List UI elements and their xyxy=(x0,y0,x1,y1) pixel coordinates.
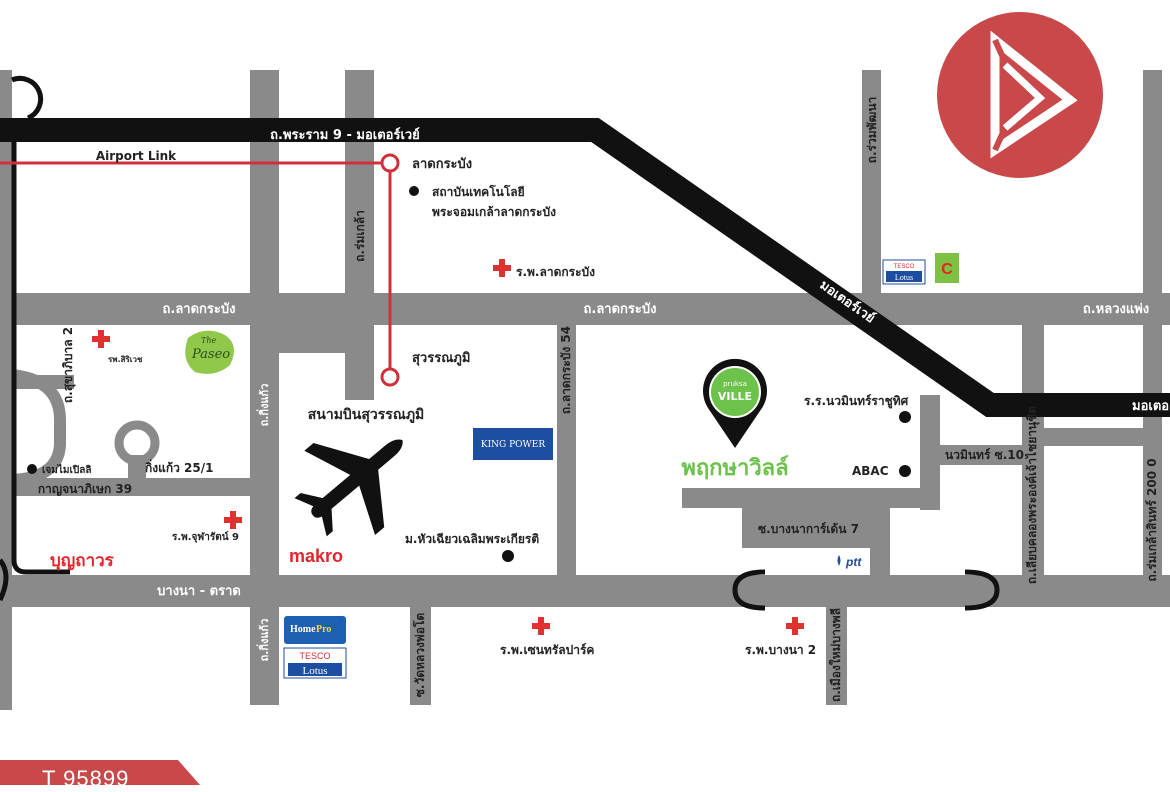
motorway-right-label: มอเตอ xyxy=(1132,399,1169,414)
makro-logo: makro xyxy=(289,546,343,566)
svg-text:TESCO: TESCO xyxy=(299,651,330,661)
svg-text:pruksa: pruksa xyxy=(723,380,747,388)
airplane-icon xyxy=(294,439,403,537)
svg-text:Lotus: Lotus xyxy=(302,665,327,677)
sukhaphiban2-road-label: ถ.สุขาภิบาล 2 xyxy=(61,327,76,403)
boonthavorn-logo: บุญถาวร xyxy=(50,551,115,571)
rommaklao-200-road-label: ถ.ร่มเกล้าสินทร์ 200 0 xyxy=(1145,458,1159,581)
local-roads xyxy=(0,70,1170,710)
hua-chiew-label: ม.หัวเฉียวเฉลิมพระเกียรติ xyxy=(405,532,539,546)
svg-text:TESCO: TESCO xyxy=(894,264,915,270)
nawamin-school-label: ร.ร.นวมินทร์ราชูทิศ xyxy=(804,394,909,409)
bangna-garden-7-label: ซ.บางนาการ์เด้น 7 xyxy=(758,522,859,536)
svg-text:KING POWER: KING POWER xyxy=(481,440,545,450)
motorway-road xyxy=(0,118,1170,417)
wat-luangpho-road-label: ซ.วัดหลวงพ่อโต xyxy=(412,613,427,698)
project-name-label: พฤกษาวิลล์ xyxy=(681,455,788,481)
kanchanaphisek-39-label: กาญจนาภิเษก 39 xyxy=(38,482,132,496)
liab-klong-road-label: ถ.เลียบคลองพระองค์เจ้าไชยานุชิต xyxy=(1024,406,1040,584)
bangna2-hospital-label: ร.พ.บางนา 2 xyxy=(745,643,816,657)
svg-text:The: The xyxy=(201,336,216,345)
chularat-hospital-label: ร.พ.จุฬารัตน์ 9 xyxy=(172,531,239,543)
svg-text:VILLE: VILLE xyxy=(718,390,752,403)
svg-text:C: C xyxy=(941,261,953,278)
suvarnabhumi-airport-label: สนามบินสุวรรณภูมิ xyxy=(308,407,425,423)
suvarnabhumi-station-label: สุวรรณภูมิ xyxy=(412,351,470,366)
romklao-road-label: ถ.ร่มเกล้า xyxy=(353,210,367,262)
listing-code-tag: T 95899 xyxy=(0,760,200,791)
luang-phaeng-road-label: ถ.หลวงแพ่ง xyxy=(1083,302,1149,317)
kmitl-label-2: พระจอมเกล้าลาดกระบัง xyxy=(432,205,556,219)
small-hospital-label: รพ.สิริเวช xyxy=(108,355,143,364)
airport-link-label: Airport Link xyxy=(96,149,177,163)
svg-text:Home: Home xyxy=(290,624,316,635)
homepro-tesco-logos: Home Pro TESCO Lotus xyxy=(283,616,347,679)
svg-text:ptt: ptt xyxy=(845,555,862,569)
hospital-cross-icon xyxy=(92,259,804,635)
lat-krabang-54-label: ถ.ลาดกระบัง 54 xyxy=(559,326,573,414)
ptt-logo: ptt xyxy=(837,555,862,569)
abac-label: ABAC xyxy=(852,464,889,478)
airport-link-line xyxy=(0,153,400,387)
ring-roads xyxy=(0,75,1000,611)
ming-mitr-road-label: ถ.เมืองใหม่บางพลี xyxy=(828,608,843,702)
bangna-trat-road-label: บางนา - ตราด xyxy=(157,584,241,599)
lat-krabang-hospital-label: ร.พ.ลาดกระบัง xyxy=(516,265,595,279)
king-kaeo-road-label-2: ถ.กิ่งแก้ว xyxy=(256,619,271,662)
paseo-logo: The Paseo xyxy=(185,330,234,374)
lat-krabang-road-label-2: ถ.ลาดกระบัง xyxy=(584,302,657,317)
listing-code: T 95899 xyxy=(42,766,130,791)
ruampattana-road-label: ถ.ร่วมพัฒนา xyxy=(865,97,879,164)
lat-krabang-station-label: ลาดกระบัง xyxy=(412,157,472,172)
central-park-hospital-label: ร.พ.เซนทรัลปาร์ค xyxy=(500,643,594,657)
nawamin-school-marker xyxy=(899,411,911,423)
lat-krabang-road-label-1: ถ.ลาดกระบัง xyxy=(163,302,236,317)
king-kaeo-25-label: กิ่งแก้ว 25/1 xyxy=(145,459,213,475)
kmitl-label-1: สถาบันเทคโนโลยี xyxy=(432,184,525,199)
king-power-logo: KING POWER xyxy=(473,428,553,460)
svg-text:Lotus: Lotus xyxy=(895,273,913,282)
king-kaeo-road-label-1: ถ.กิ่งแก้ว xyxy=(256,384,271,427)
svg-text:Paseo: Paseo xyxy=(191,347,230,362)
nawaminthra-soi10-label: นวมินทร์ ซ.10 xyxy=(945,448,1024,462)
kmitl-marker xyxy=(409,186,419,196)
chenmai-school-marker xyxy=(27,464,37,474)
svg-text:Pro: Pro xyxy=(316,624,331,635)
tesco-lotus-logo-2: TESCO Lotus C xyxy=(882,253,959,285)
hua-chiew-marker xyxy=(502,550,514,562)
rama9-motorway-label: ถ.พระราม 9 - มอเตอร์เวย์ xyxy=(270,127,420,143)
location-pin-icon: pruksa VILLE xyxy=(702,358,768,448)
abac-marker xyxy=(899,465,911,477)
chenmai-school-label: เจมไมเปิลลิ xyxy=(42,463,92,476)
brand-logo-icon xyxy=(937,12,1103,178)
